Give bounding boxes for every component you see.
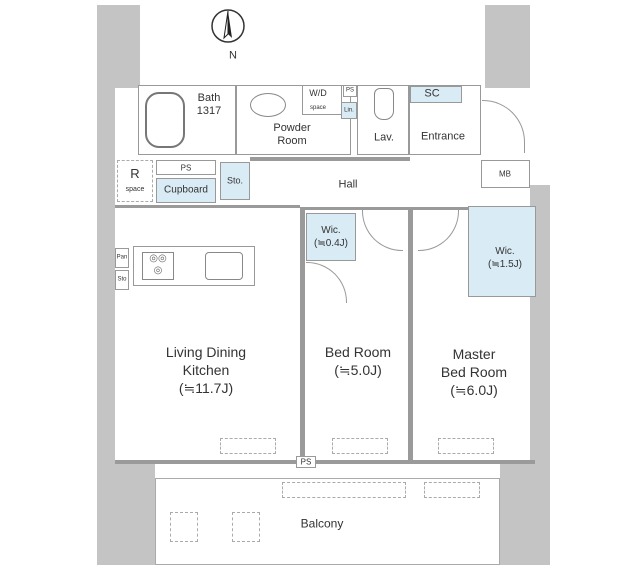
ps-mid	[156, 160, 216, 175]
ps-top	[343, 85, 357, 97]
wic-large-label: Wic.(≒1.5J)	[488, 246, 522, 270]
wall	[97, 88, 115, 565]
wd-space	[302, 85, 342, 115]
wall	[250, 157, 410, 161]
aircon	[332, 438, 388, 454]
aircon	[220, 438, 276, 454]
stove-icon: ◎◎◎	[142, 252, 174, 280]
hatch	[170, 512, 198, 542]
mb-label: MB	[499, 169, 511, 179]
wic-large	[468, 206, 536, 297]
wall	[500, 460, 530, 565]
ps-bottom	[296, 456, 316, 468]
aircon	[438, 438, 494, 454]
wall	[97, 5, 140, 88]
r-space	[117, 160, 153, 202]
sto-label: Sto.	[226, 175, 244, 186]
entrance-door[interactable]	[482, 100, 525, 153]
sto-small-label: Sto	[117, 276, 127, 283]
entrance-label: Entrance	[420, 130, 466, 143]
lin-label: Lin.	[344, 107, 354, 114]
hall-label: Hall	[338, 178, 358, 191]
balcony-label: Balcony	[300, 516, 344, 531]
compass-icon	[210, 8, 246, 44]
bedroom-door[interactable]	[362, 210, 403, 251]
master-door[interactable]	[418, 210, 459, 251]
wall	[115, 205, 300, 208]
bedroom-label: Bed Room(≒5.0J)	[324, 344, 392, 378]
wic-small-label: Wic.(≒0.4J)	[314, 225, 348, 249]
lav-label: Lav.	[374, 131, 394, 144]
balcony	[155, 478, 500, 565]
cupboard-label: Cupboard	[164, 184, 208, 196]
wall	[115, 460, 155, 565]
wall	[300, 207, 305, 462]
toilet-icon	[374, 88, 394, 120]
pantry	[115, 248, 129, 268]
linen	[341, 102, 357, 119]
compass-label: N	[229, 49, 237, 62]
storage-small	[115, 270, 129, 290]
outdoor-unit	[282, 482, 406, 498]
bathtub-icon	[145, 92, 185, 148]
pan-label: Pan	[116, 254, 128, 261]
wall	[485, 5, 530, 88]
meter-box	[481, 160, 530, 188]
wall	[115, 460, 535, 464]
cupboard	[156, 178, 216, 203]
wic-door[interactable]	[306, 262, 347, 303]
wic-small	[306, 213, 356, 261]
wall	[408, 207, 413, 462]
sink-icon	[250, 93, 286, 117]
kitchen-sink-icon	[205, 252, 243, 280]
ps-bottom-label: PS	[300, 457, 312, 467]
lavatory	[357, 85, 409, 155]
ps-mid-label: PS	[180, 163, 192, 173]
storage	[220, 162, 250, 200]
hatch	[232, 512, 260, 542]
wall	[300, 207, 470, 210]
sc-label: SC	[424, 87, 440, 100]
ps-top-label: PS	[345, 87, 355, 94]
shoe-cabinet	[410, 86, 462, 103]
outdoor-unit	[424, 482, 480, 498]
